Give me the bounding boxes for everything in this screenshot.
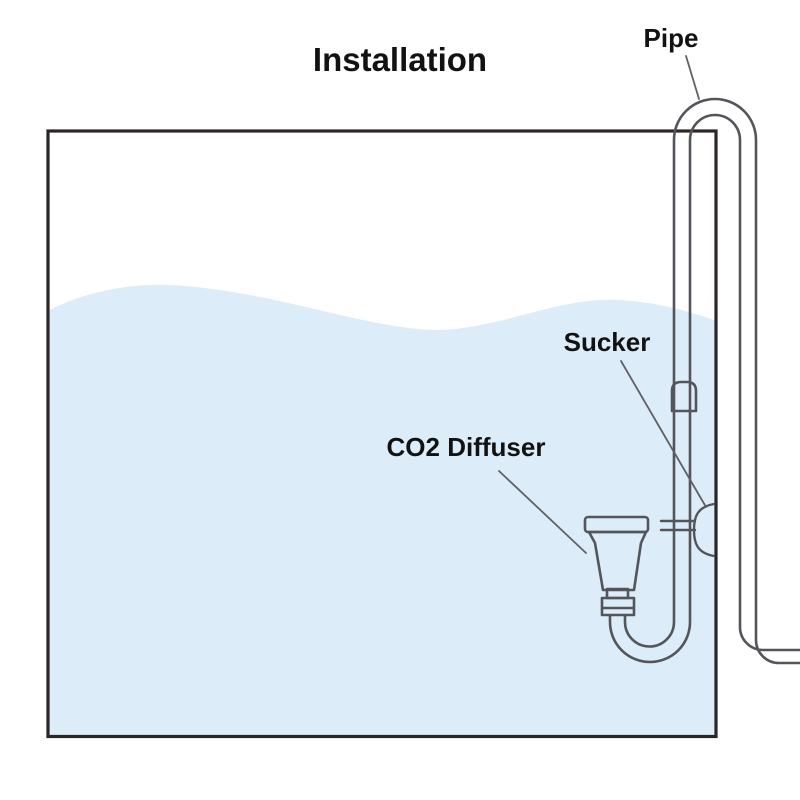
- sucker-label: Sucker: [564, 327, 651, 357]
- water-fill: [49, 284, 717, 736]
- co2-diffuser-device: [583, 515, 650, 617]
- pipe-clip: [670, 380, 698, 413]
- leader-lines: [498, 55, 707, 554]
- diagram-title: Installation: [313, 41, 487, 78]
- tank-outline: [46, 129, 718, 739]
- sucker-cup: [692, 502, 716, 558]
- sucker-leader-line: [620, 360, 707, 508]
- diffuser-leader-line: [498, 470, 587, 554]
- pipe-wall-a: [608, 113, 800, 664]
- sucker-device: [659, 502, 716, 558]
- pipe-leader-line: [685, 55, 700, 100]
- diagram-labels: Installation Pipe Sucker CO2 Diffuser: [313, 23, 699, 462]
- diffuser-label: CO2 Diffuser: [387, 432, 546, 462]
- pipe-label: Pipe: [644, 23, 699, 53]
- co2-pipe: [608, 97, 800, 665]
- diffuser-body: [587, 530, 648, 592]
- diffuser-collar: [600, 596, 636, 617]
- pipe-wall-b: [623, 97, 800, 665]
